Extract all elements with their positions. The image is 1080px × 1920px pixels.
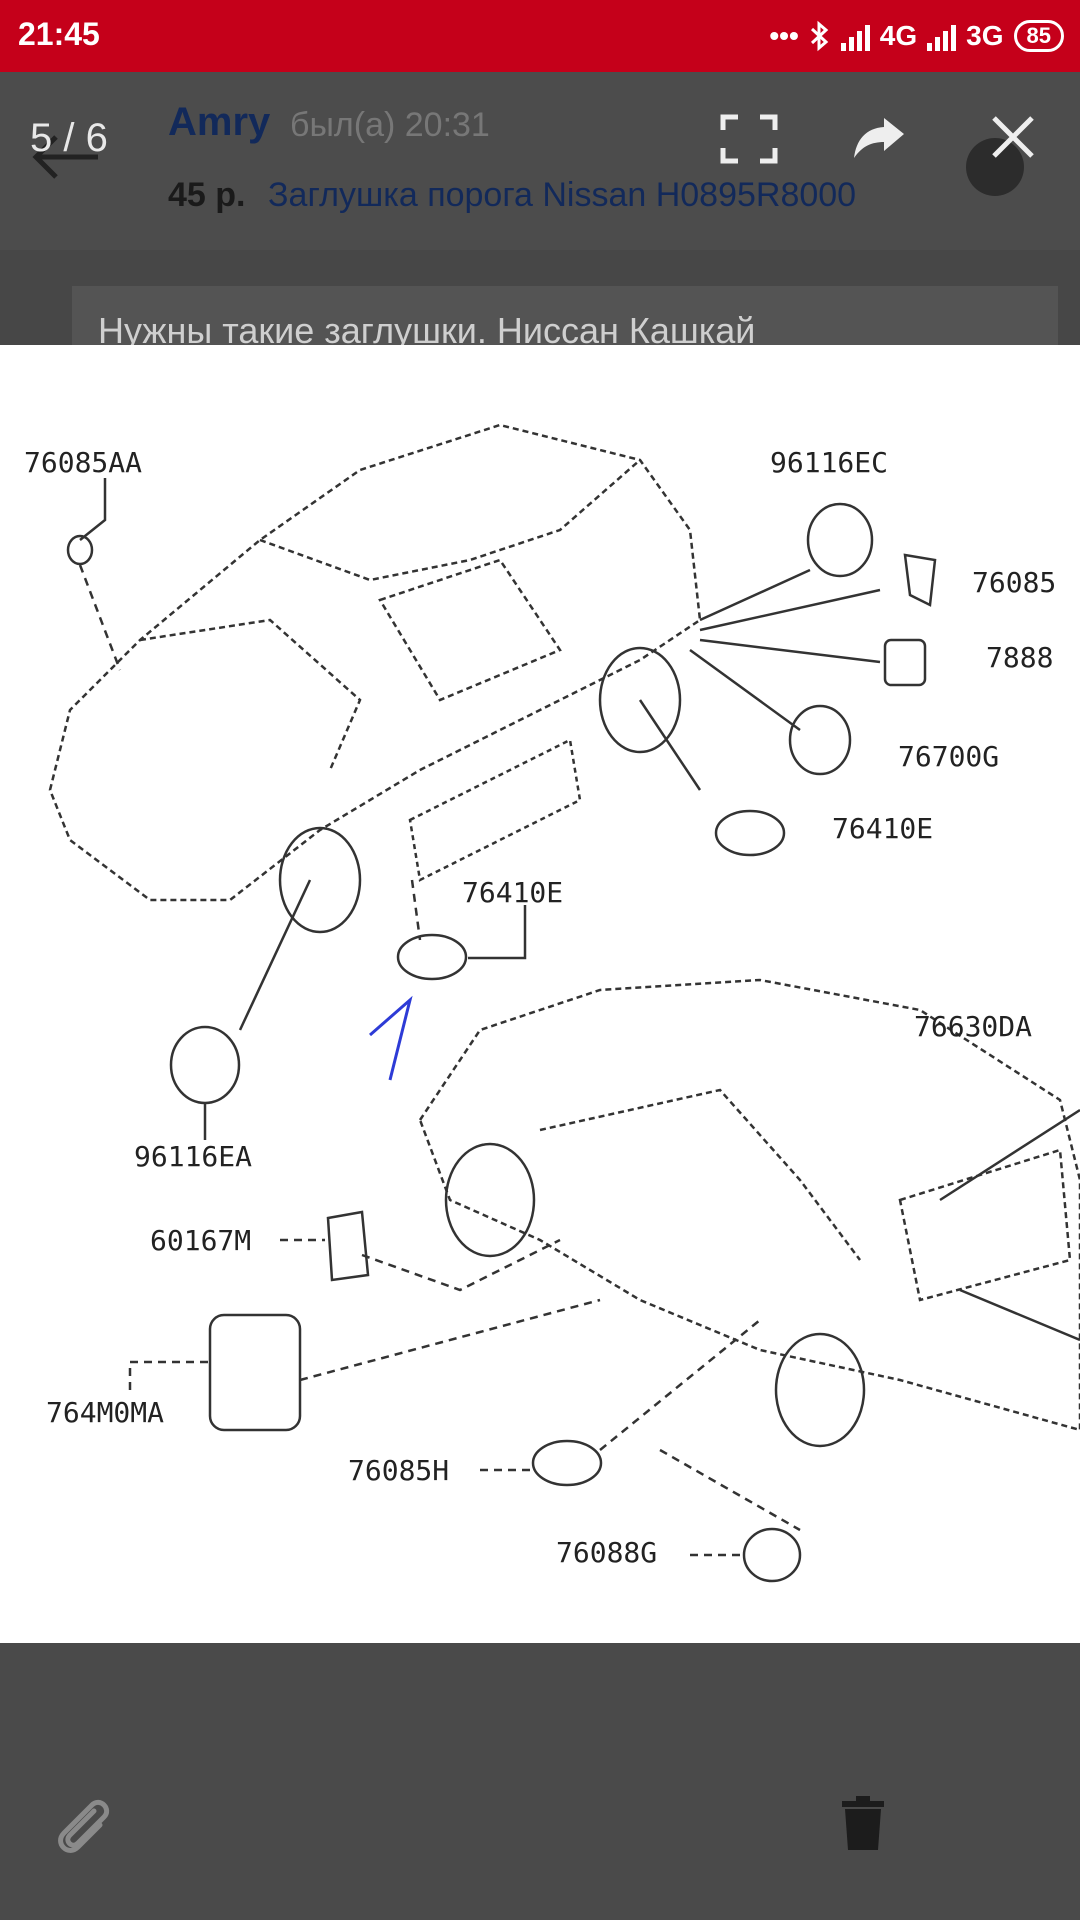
photo-view[interactable]: 76085AA 96116EC 76085 7888 76700G 76410E…	[0, 345, 1080, 1643]
signal-icon-2	[927, 21, 957, 51]
bluetooth-icon	[810, 20, 829, 52]
parts-diagram: 76085AA 96116EC 76085 7888 76700G 76410E…	[24, 423, 1080, 1583]
close-icon[interactable]	[990, 114, 1036, 160]
viewer-footer	[0, 1643, 1080, 1920]
part-label: 96116EA	[134, 1140, 252, 1173]
network-3g: 3G	[966, 20, 1004, 51]
message-area: Нужны такие заглушки. Ниссан Кашкай	[0, 250, 1080, 366]
part-label: 76085	[972, 566, 1056, 599]
handwritten-mark	[369, 995, 413, 1081]
arrow-left-icon[interactable]	[30, 132, 100, 182]
paperclip-icon[interactable]	[54, 1793, 114, 1855]
part-label: 76630DA	[914, 1010, 1032, 1043]
product-price: 45 р.	[168, 176, 246, 214]
part-label: 76088G	[556, 1536, 657, 1569]
part-label: 76700G	[898, 740, 999, 773]
fullscreen-icon[interactable]	[720, 114, 778, 164]
battery-indicator: 85	[1013, 20, 1064, 52]
signal-icon	[840, 21, 870, 51]
part-label: 76410E	[462, 876, 563, 909]
trash-icon[interactable]	[840, 1795, 886, 1851]
product-title[interactable]: Заглушка порога Nissan H0895R8000	[268, 176, 857, 214]
author-name[interactable]: Amry	[168, 100, 271, 144]
image-counter: 5 / 6	[30, 116, 108, 160]
part-label: 7888	[986, 641, 1053, 674]
part-label: 96116EC	[770, 446, 888, 479]
status-time: 21:45	[18, 16, 100, 52]
status-icons: ••• 4G 3G 85	[769, 12, 1064, 60]
network-4g: 4G	[879, 20, 918, 51]
last-seen: был(а) 20:31	[290, 106, 490, 144]
part-label: 60167M	[150, 1224, 251, 1257]
status-bar: 21:45 ••• 4G 3G 85	[0, 0, 1080, 72]
part-label: 76410E	[832, 812, 933, 845]
part-label: 76085H	[348, 1454, 449, 1487]
part-label: 76085AA	[24, 446, 142, 479]
info-button[interactable]	[966, 138, 1024, 196]
more-dots-icon: •••	[769, 20, 799, 51]
viewer-header: 5 / 6 Amry был(а) 20:31 45 р. Заглушка п…	[0, 72, 1080, 250]
part-label: 764M0MA	[46, 1396, 164, 1429]
share-icon[interactable]	[852, 116, 906, 160]
